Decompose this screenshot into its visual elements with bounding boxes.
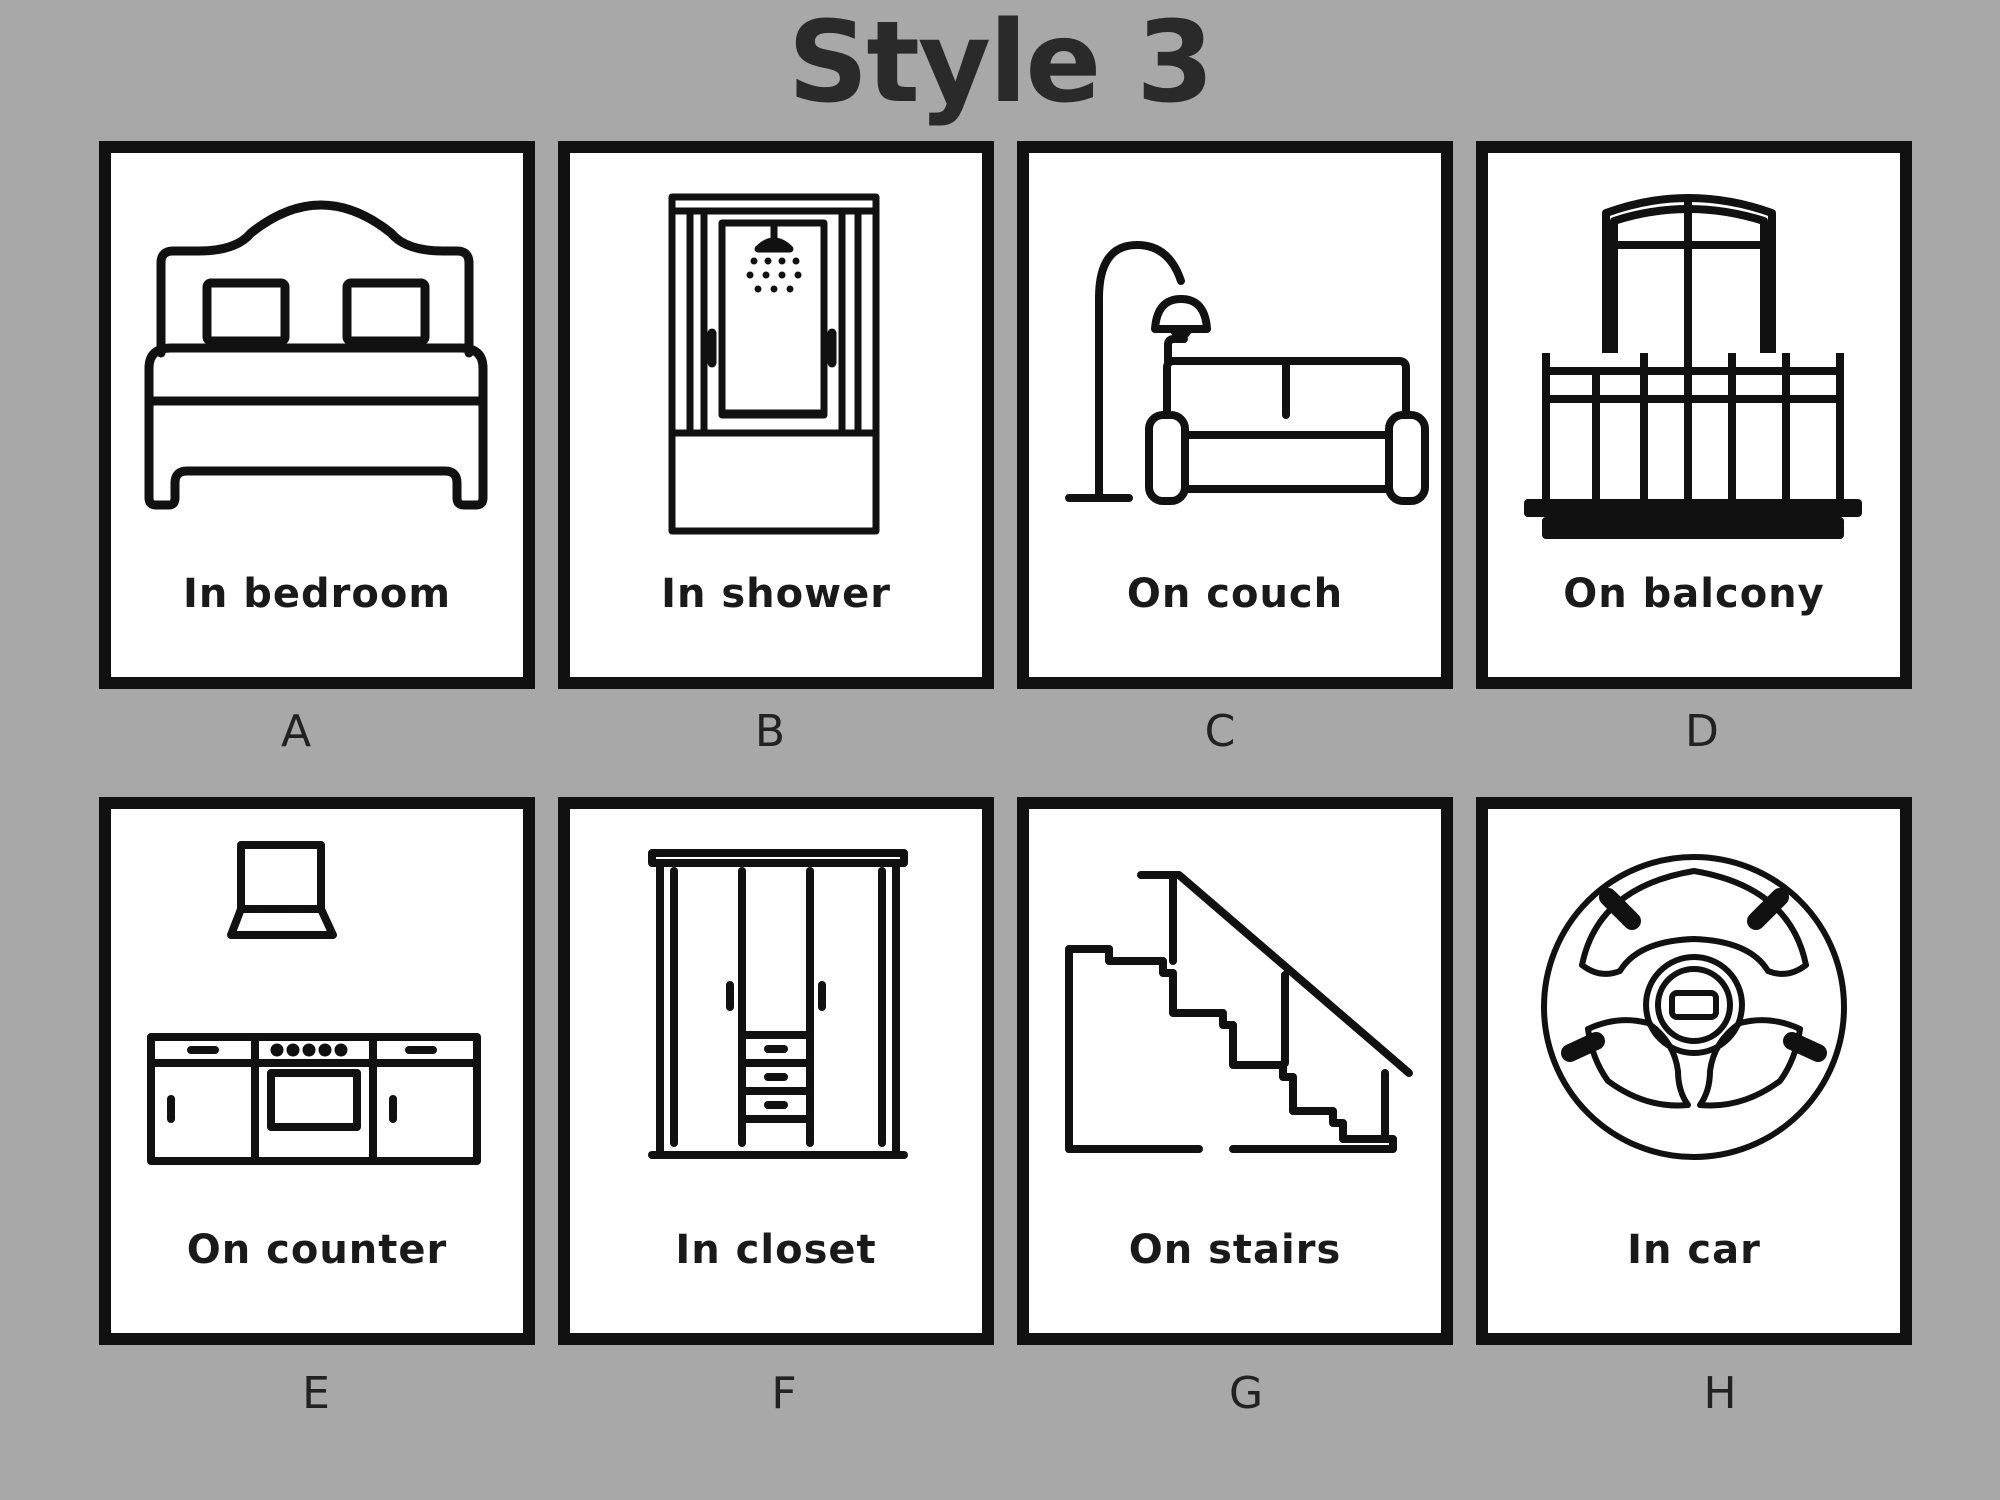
card-label: In bedroom [182, 571, 452, 617]
balcony-icon [1488, 153, 1900, 553]
bed-icon [111, 153, 523, 553]
card-letter: G [1228, 1368, 1264, 1419]
card-balcony: On balcony [1476, 141, 1912, 689]
card-letter: H [1703, 1368, 1737, 1419]
card-letter: A [280, 706, 312, 757]
stairs-icon [1029, 809, 1441, 1209]
card-letter: D [1685, 706, 1719, 757]
card-bedroom: In bedroom [99, 141, 535, 689]
card-stairs: On stairs [1017, 797, 1453, 1345]
card-label: In shower [661, 571, 891, 617]
card-couch: On couch [1017, 141, 1453, 689]
card-letter: F [771, 1368, 797, 1419]
steering-wheel-icon [1488, 809, 1900, 1209]
card-label: In car [1627, 1227, 1761, 1273]
page-title: Style 3 [787, 0, 1214, 128]
card-label: In closet [675, 1227, 877, 1273]
card-label: On counter [186, 1227, 448, 1273]
card-car: In car [1476, 797, 1912, 1345]
kitchen-counter-icon [111, 809, 523, 1209]
wardrobe-icon [570, 809, 982, 1209]
card-closet: In closet [558, 797, 994, 1345]
card-letter: C [1204, 706, 1236, 757]
card-shower: In shower [558, 141, 994, 689]
card-label: On couch [1126, 571, 1344, 617]
card-counter: On counter [99, 797, 535, 1345]
card-label: On stairs [1128, 1227, 1342, 1273]
card-label: On balcony [1563, 571, 1825, 617]
card-letter: E [302, 1368, 330, 1419]
couch-lamp-icon [1029, 153, 1441, 553]
shower-icon [570, 153, 982, 553]
card-letter: B [754, 706, 786, 757]
